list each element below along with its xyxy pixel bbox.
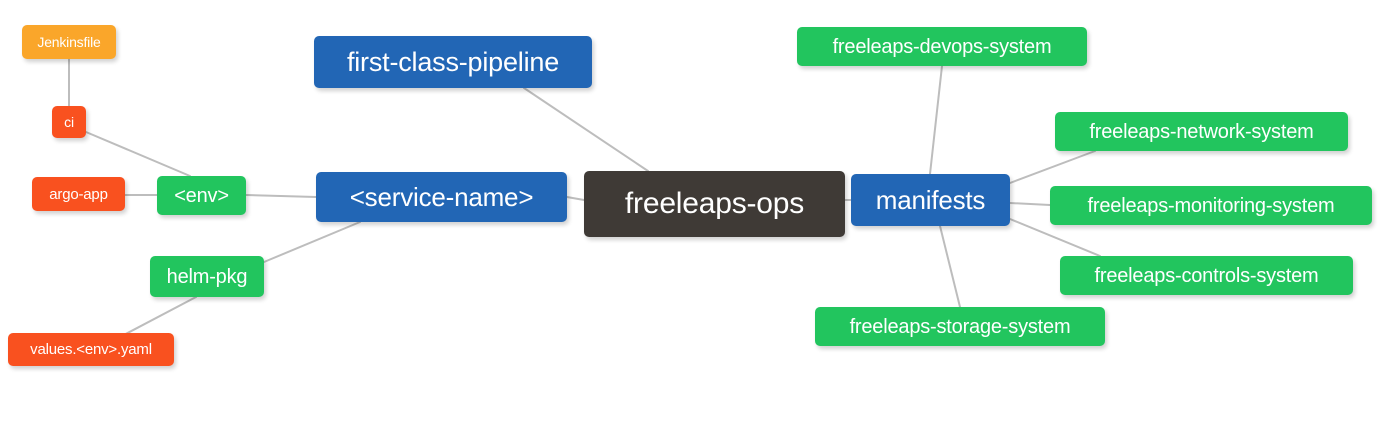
node-label-manifests: manifests bbox=[875, 185, 986, 215]
node-label-service-name: <service-name> bbox=[349, 182, 534, 212]
node-service-name[interactable]: <service-name> bbox=[316, 172, 567, 222]
edge-helm-pkg-to-values-yaml bbox=[119, 296, 197, 338]
node-freeleaps-controls-system[interactable]: freeleaps-controls-system bbox=[1060, 256, 1353, 295]
edge-service-name-to-freeleaps-ops bbox=[566, 196, 585, 201]
node-freeleaps-devops-system[interactable]: freeleaps-devops-system bbox=[797, 27, 1087, 66]
node-label-argo-app: argo-app bbox=[49, 185, 108, 203]
node-argo-app[interactable]: argo-app bbox=[32, 177, 125, 211]
node-label-helm-pkg: helm-pkg bbox=[166, 265, 248, 288]
node-env[interactable]: <env> bbox=[157, 176, 246, 215]
node-label-ci: ci bbox=[64, 114, 74, 130]
edge-ci-to-env bbox=[85, 131, 191, 177]
edge-service-name-to-helm-pkg bbox=[263, 221, 361, 263]
edge-manifests-to-freeleaps-monitoring-system bbox=[1009, 202, 1051, 206]
edge-manifests-to-freeleaps-devops-system bbox=[929, 65, 943, 175]
node-freeleaps-storage-system[interactable]: freeleaps-storage-system bbox=[815, 307, 1105, 346]
node-label-freeleaps-network-system: freeleaps-network-system bbox=[1089, 120, 1314, 143]
edge-manifests-to-freeleaps-storage-system bbox=[939, 225, 961, 308]
node-label-freeleaps-monitoring-system: freeleaps-monitoring-system bbox=[1087, 194, 1335, 217]
node-label-jenkinsfile: Jenkinsfile bbox=[37, 34, 101, 50]
node-label-freeleaps-storage-system: freeleaps-storage-system bbox=[849, 315, 1071, 338]
node-label-freeleaps-ops: freeleaps-ops bbox=[624, 187, 805, 220]
edge-manifests-to-freeleaps-network-system bbox=[1009, 150, 1096, 184]
node-helm-pkg[interactable]: helm-pkg bbox=[150, 256, 264, 297]
node-freeleaps-monitoring-system[interactable]: freeleaps-monitoring-system bbox=[1050, 186, 1372, 225]
node-label-first-class-pipeline: first-class-pipeline bbox=[346, 46, 560, 77]
node-values-yaml[interactable]: values.<env>.yaml bbox=[8, 333, 174, 366]
node-label-values-yaml: values.<env>.yaml bbox=[30, 341, 152, 358]
node-freeleaps-network-system[interactable]: freeleaps-network-system bbox=[1055, 112, 1348, 151]
edge-env-to-service-name bbox=[245, 194, 317, 198]
node-first-class-pipeline[interactable]: first-class-pipeline bbox=[314, 36, 592, 88]
node-manifests[interactable]: manifests bbox=[851, 174, 1010, 226]
node-label-freeleaps-controls-system: freeleaps-controls-system bbox=[1094, 264, 1319, 287]
node-label-freeleaps-devops-system: freeleaps-devops-system bbox=[832, 35, 1052, 58]
node-label-env: <env> bbox=[174, 184, 229, 207]
node-ci[interactable]: ci bbox=[52, 106, 86, 138]
edge-first-class-pipeline-to-freeleaps-ops bbox=[523, 87, 649, 172]
node-jenkinsfile[interactable]: Jenkinsfile bbox=[22, 25, 116, 59]
node-freeleaps-ops[interactable]: freeleaps-ops bbox=[584, 171, 845, 237]
